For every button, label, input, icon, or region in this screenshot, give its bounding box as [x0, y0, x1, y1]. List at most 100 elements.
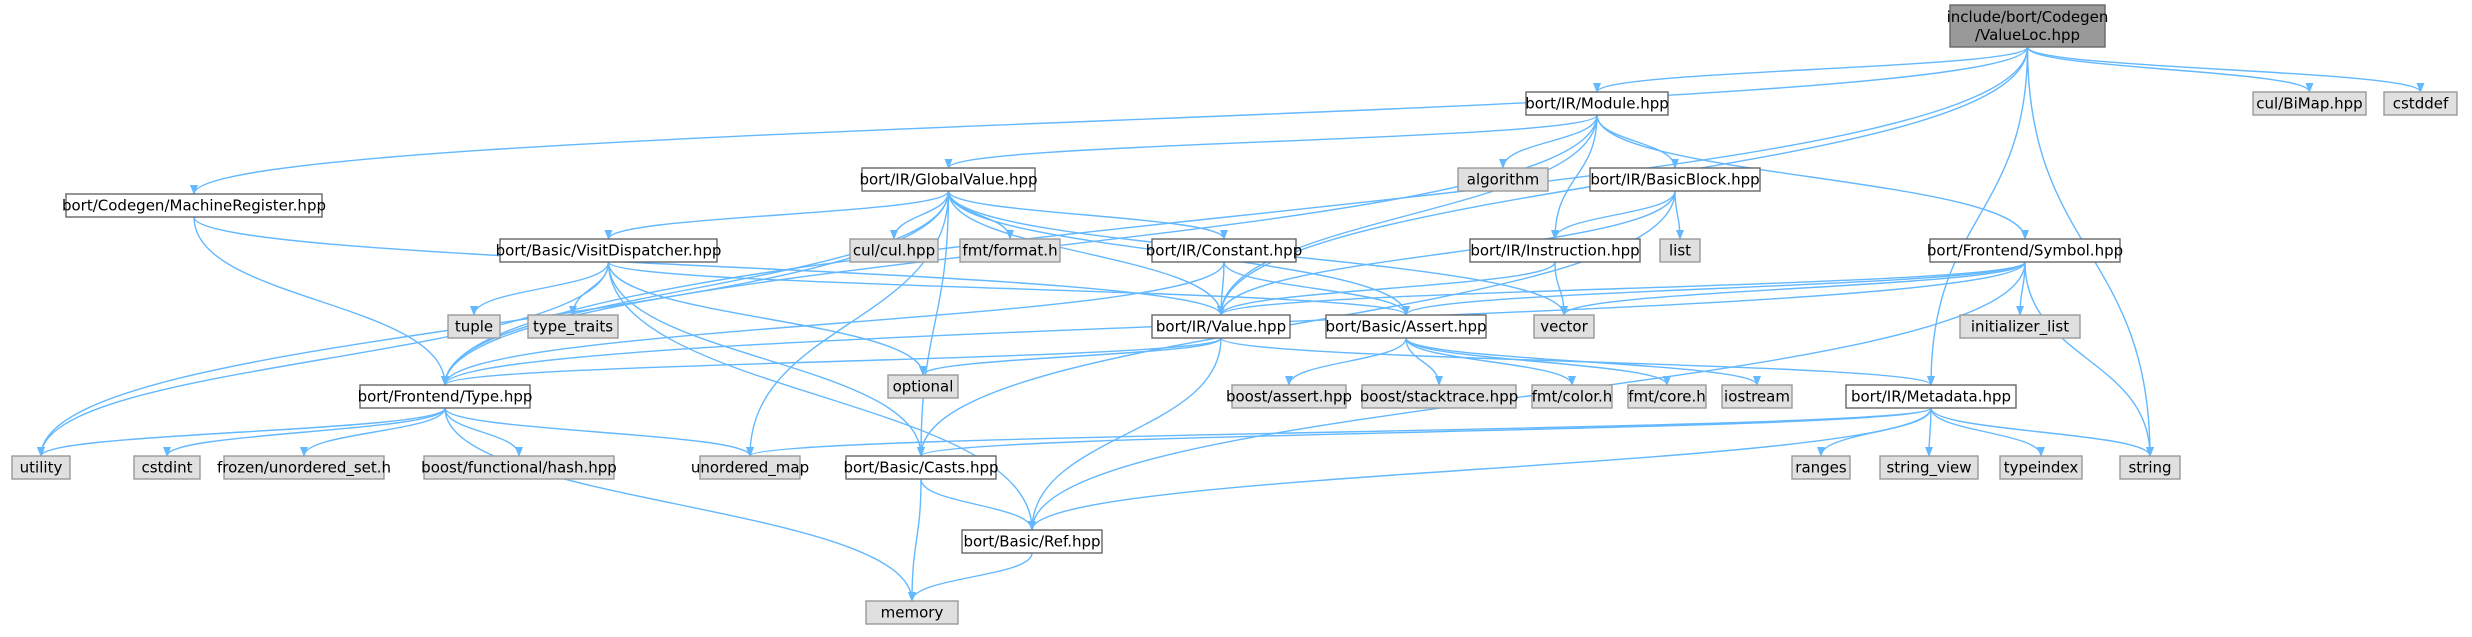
node-assert-label: bort/Basic/Assert.hpp	[1325, 318, 1486, 336]
node-ranges-box	[1791, 455, 1851, 480]
node-constant[interactable]: bort/IR/Constant.hpp	[1146, 238, 1302, 263]
node-fmtformat-label: fmt/format.h	[962, 242, 1057, 260]
dependency-nodes: include/bort/Codegen/ValueLoc.hpp bort/IR…	[11, 4, 2458, 625]
node-basicblock-label: bort/IR/BasicBlock.hpp	[1590, 171, 1759, 189]
node-optional: optional	[887, 374, 959, 399]
edge-visitdispatcher-to-assert	[607, 261, 1410, 316]
node-visitdispatcher-box	[499, 238, 718, 263]
node-fmtformat: fmt/format.h	[959, 238, 1061, 263]
edge-frontendtype-to-cstdint	[163, 407, 446, 457]
dependency-edges	[37, 46, 2425, 602]
node-irvalue[interactable]: bort/IR/Value.hpp	[1151, 314, 1291, 339]
node-ref[interactable]: bort/Basic/Ref.hpp	[961, 529, 1103, 554]
node-symbol[interactable]: bort/Frontend/Symbol.hpp	[1927, 238, 2123, 263]
node-root[interactable]: include/bort/Codegen/ValueLoc.hpp	[1947, 4, 2109, 48]
edge-symbol-to-string	[2024, 261, 2154, 457]
node-typetraits-label: type_traits	[533, 318, 613, 337]
node-optional-box	[887, 374, 959, 399]
node-vector-label: vector	[1540, 318, 1588, 336]
node-vector-box	[1533, 314, 1595, 339]
edge-assert-to-iostream	[1405, 337, 1761, 386]
edge-frontendtype-to-unorderedmap	[444, 407, 754, 457]
edge-basicblock-to-instruction	[1551, 190, 1676, 240]
node-string-box	[2119, 455, 2181, 480]
edge-root-to-metadata	[1927, 46, 2029, 386]
node-utility-box	[11, 455, 71, 480]
node-iostream-box	[1721, 384, 1793, 409]
node-bimap-label: cul/BiMap.hpp	[2256, 95, 2362, 113]
node-module[interactable]: bort/IR/Module.hpp	[1525, 91, 1669, 116]
node-initlist-box	[1959, 314, 2081, 339]
node-vector: vector	[1533, 314, 1595, 339]
node-module-box	[1525, 91, 1669, 116]
node-boostassert: boost/assert.hpp	[1226, 384, 1352, 409]
node-visitdispatcher[interactable]: bort/Basic/VisitDispatcher.hpp	[496, 238, 722, 263]
edge-casts-to-ref	[920, 478, 1036, 531]
node-typeindex: typeindex	[1999, 455, 2083, 480]
edge-frontendtype-to-boosthash	[444, 407, 523, 457]
node-stringview-label: string_view	[1886, 459, 1971, 478]
edge-metadata-to-stringview	[1925, 407, 1934, 457]
node-cstdint-box	[133, 455, 201, 480]
node-boostassert-box	[1231, 384, 1347, 409]
node-metadata-box	[1845, 384, 2017, 409]
node-visitdispatcher-label: bort/Basic/VisitDispatcher.hpp	[496, 242, 722, 260]
node-casts[interactable]: bort/Basic/Casts.hpp	[843, 455, 999, 480]
node-machinereg-box	[65, 193, 323, 218]
node-typetraits-box	[527, 314, 619, 339]
node-stringview-box	[1879, 455, 1979, 480]
node-basicblock[interactable]: bort/IR/BasicBlock.hpp	[1589, 167, 1761, 192]
node-globalvalue-label: bort/IR/GlobalValue.hpp	[859, 171, 1037, 189]
node-frontendtype-box	[359, 384, 531, 409]
node-utility-label: utility	[20, 459, 63, 477]
edge-globalvalue-to-culhpp	[890, 190, 950, 240]
node-typeindex-box	[1999, 455, 2083, 480]
edge-irvalue-to-frontendtype	[441, 337, 1222, 386]
node-initlist-label: initializer_list	[1971, 318, 2069, 337]
edge-basicblock-to-list	[1674, 190, 1684, 240]
node-algorithm-label: algorithm	[1467, 171, 1539, 189]
node-machinereg[interactable]: bort/Codegen/MachineRegister.hpp	[62, 193, 326, 218]
edge-irvalue-to-ref	[1028, 337, 1222, 531]
node-boostassert-label: boost/assert.hpp	[1226, 388, 1352, 406]
node-string: string	[2119, 455, 2181, 480]
node-metadata[interactable]: bort/IR/Metadata.hpp	[1845, 384, 2017, 409]
node-assert[interactable]: bort/Basic/Assert.hpp	[1325, 314, 1487, 339]
edge-symbol-to-irvalue	[1217, 261, 2026, 316]
node-casts-label: bort/Basic/Casts.hpp	[843, 459, 998, 477]
edge-casts-to-memory	[908, 478, 922, 602]
node-tuple-box	[447, 314, 501, 339]
node-algorithm-box	[1457, 167, 1549, 192]
node-stacktrace-label: boost/stacktrace.hpp	[1360, 388, 1518, 406]
node-symbol-label: bort/Frontend/Symbol.hpp	[1927, 242, 2123, 260]
node-string-label: string	[2128, 459, 2171, 477]
node-cstddef-box	[2383, 91, 2458, 116]
node-culhpp: cul/cul.hpp	[849, 238, 939, 263]
edge-globalvalue-to-irvalue	[947, 190, 1225, 316]
node-instruction-box	[1469, 238, 1641, 263]
node-assert-box	[1325, 314, 1487, 339]
node-symbol-box	[1929, 238, 2121, 263]
node-list: list	[1659, 238, 1701, 263]
edge-metadata-to-casts	[917, 407, 1932, 457]
node-globalvalue[interactable]: bort/IR/GlobalValue.hpp	[859, 167, 1038, 192]
edge-globalvalue-to-casts	[917, 190, 950, 457]
edge-root-to-bimap	[2026, 46, 2314, 93]
node-ref-label: bort/Basic/Ref.hpp	[963, 533, 1100, 551]
node-module-label: bort/IR/Module.hpp	[1525, 95, 1669, 113]
node-instruction[interactable]: bort/IR/Instruction.hpp	[1469, 238, 1641, 263]
node-fmtcore-label: fmt/core.h	[1628, 388, 1706, 406]
node-frozenset-label: frozen/unordered_set.h	[217, 459, 391, 478]
node-globalvalue-box	[861, 167, 1036, 192]
node-memory: memory	[865, 600, 959, 625]
node-frontendtype[interactable]: bort/Frontend/Type.hpp	[358, 384, 533, 409]
node-constant-box	[1151, 238, 1297, 263]
node-iostream-label: iostream	[1724, 388, 1790, 406]
edge-module-to-basicblock	[1596, 114, 1679, 169]
node-irvalue-label: bort/IR/Value.hpp	[1156, 318, 1286, 336]
node-bimap: cul/BiMap.hpp	[2252, 91, 2367, 116]
edge-root-to-machinereg	[190, 46, 2029, 195]
edge-visitdispatcher-to-utility	[37, 261, 610, 457]
node-list-box	[1659, 238, 1701, 263]
